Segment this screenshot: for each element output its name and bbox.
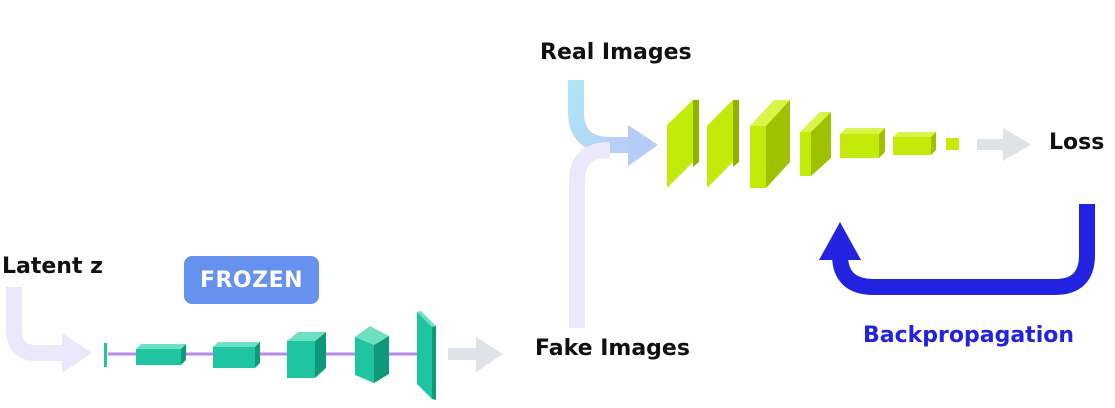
discriminator-layer-6 (893, 132, 936, 155)
discriminator-output-node (946, 138, 959, 150)
discriminator-layer-1 (667, 100, 699, 188)
backprop-arrow (819, 204, 1095, 295)
latent-z-label: Latent z (2, 254, 103, 279)
frozen-badge: FROZEN (184, 256, 319, 304)
discriminator-network (667, 100, 959, 188)
generator-layer-1 (136, 344, 186, 365)
discriminator-layer-4 (800, 112, 831, 176)
generator-layer-3 (287, 332, 326, 378)
latent-flow-arrow (6, 287, 64, 361)
discriminator-layer-5 (840, 128, 885, 158)
to-fake-images-arrow (448, 337, 503, 372)
discriminator-layer-3 (750, 100, 790, 188)
generator-layer-2 (213, 342, 260, 368)
backpropagation-label: Backpropagation (863, 323, 1075, 348)
latent-flow-arrowhead (62, 333, 92, 373)
generator-network (104, 311, 436, 400)
discriminator-layer-2 (707, 100, 739, 188)
real-flow-arrowhead (628, 125, 658, 166)
generator-layer-4 (355, 326, 389, 383)
generator-input-node (104, 343, 107, 367)
loss-label: Loss (1049, 130, 1105, 155)
generator-layer-5 (417, 311, 436, 400)
real-images-flow-arrow (568, 80, 630, 153)
fake-images-label: Fake Images (535, 336, 690, 361)
fake-images-flow-arrow (569, 142, 611, 328)
real-images-label: Real Images (540, 40, 692, 65)
to-loss-arrow (977, 128, 1031, 161)
